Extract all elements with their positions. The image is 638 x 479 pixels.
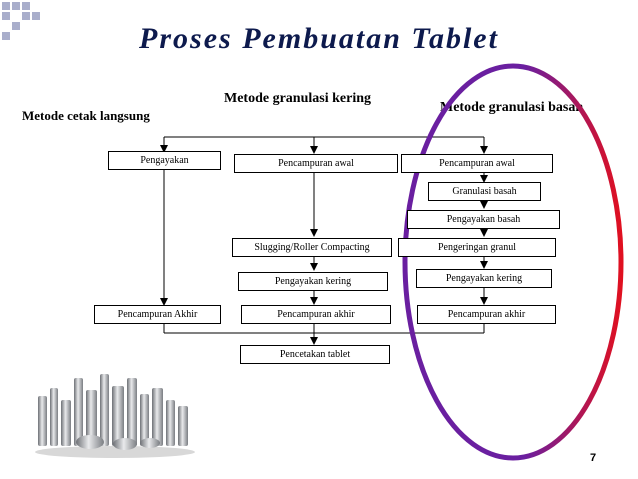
step-box-dry-4: Pencampuran akhir (241, 305, 391, 324)
step-box-wet-2: Granulasi basah (428, 182, 541, 201)
step-box-wet-4: Pengeringan granul (398, 238, 556, 257)
deco-square (2, 2, 10, 10)
step-box-wet-3: Pengayakan basah (407, 210, 560, 229)
tablet-punch-tools-image (35, 374, 195, 458)
deco-square (2, 32, 10, 40)
deco-square (12, 22, 20, 30)
slide-title: Proses Pembuatan Tablet (139, 22, 499, 55)
deco-square (22, 2, 30, 10)
deco-square (12, 2, 20, 10)
page-number: 7 (590, 452, 597, 464)
deco-square (32, 12, 40, 20)
method-label-direct: Metode cetak langsung (22, 108, 150, 123)
step-box-dry-3: Pengayakan kering (238, 272, 388, 291)
method-label-wet: Metode granulasi basah (440, 100, 584, 115)
step-box-dry-1: Pencampuran awal (234, 154, 398, 173)
method-label-dry: Metode granulasi kering (224, 91, 371, 106)
deco-square (22, 12, 30, 20)
step-box-final: Pencetakan tablet (240, 345, 390, 364)
step-box-dry-2: Slugging/Roller Compacting (232, 238, 392, 257)
deco-square (2, 12, 10, 20)
step-box-direct-2: Pencampuran Akhir (94, 305, 221, 324)
step-box-direct-1: Pengayakan (108, 151, 221, 170)
step-box-wet-1: Pencampuran awal (401, 154, 553, 173)
step-box-wet-6: Pencampuran akhir (417, 305, 556, 324)
wet-method-highlight-ellipse (402, 63, 624, 461)
step-box-wet-5: Pengayakan kering (416, 269, 552, 288)
